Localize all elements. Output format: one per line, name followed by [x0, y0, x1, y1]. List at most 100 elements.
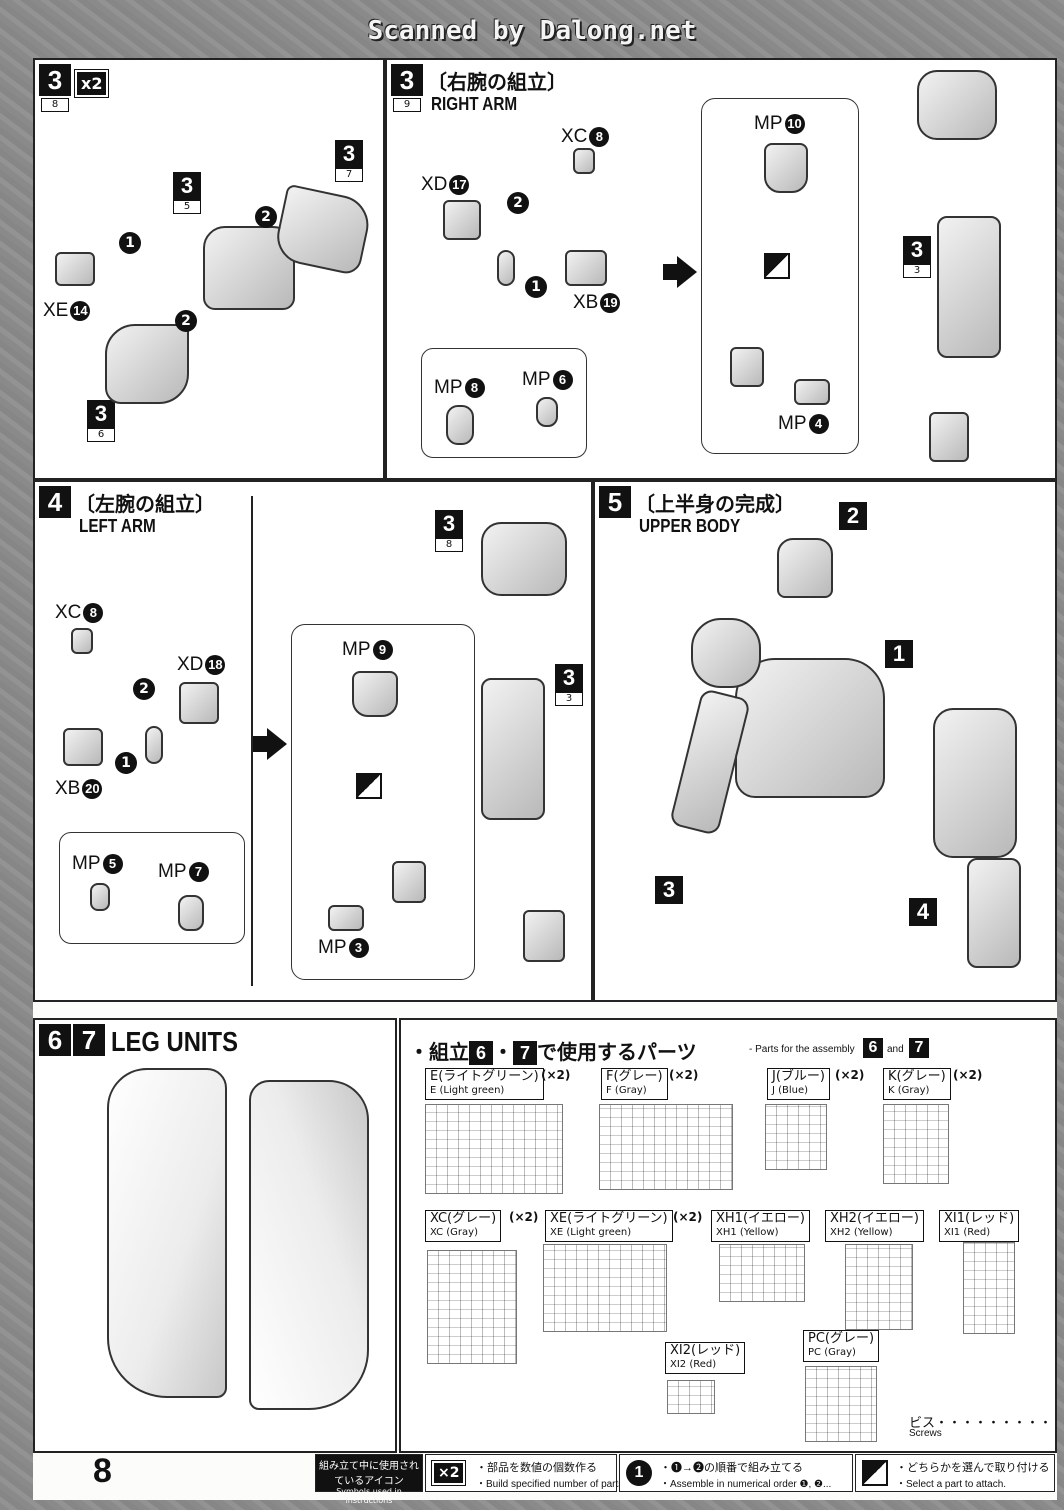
sprue-label: K(グレー)K (Gray): [883, 1068, 951, 1100]
page-number: 8: [93, 1452, 112, 1490]
sprue-f: [599, 1104, 733, 1190]
legend-en: Symbols used in instructions: [336, 1487, 402, 1505]
hand-part: [446, 405, 474, 445]
sprue-label: F(グレー)F (Gray): [601, 1068, 668, 1100]
order-number: 2: [255, 206, 277, 228]
hand-part: [328, 905, 364, 931]
sprue-xh1: [719, 1244, 805, 1302]
ref-step: 3: [655, 876, 683, 904]
step-sub: 9: [393, 98, 421, 112]
part-xe14: [55, 252, 95, 286]
title-en: UPPER BODY: [639, 516, 741, 536]
shoulder-part: [481, 522, 567, 596]
hand-part: [929, 412, 969, 462]
shoulder-part: [917, 70, 997, 140]
title-jp: 〔右腕の組立〕: [427, 70, 567, 94]
legend-text-jp: ・どちらかを選んで取り付ける: [896, 1462, 1050, 1474]
ref-step: 3: [87, 400, 115, 428]
sprue-xi1: [963, 1242, 1015, 1334]
legend-text-jp: ・❶→❷の順番で組み立てる: [660, 1462, 803, 1474]
sprue-label: E(ライトグリーン)E (Light green): [425, 1068, 544, 1100]
hand-part: [392, 861, 426, 903]
step-number: 5: [599, 486, 631, 518]
ref-sub: 6: [87, 428, 115, 442]
step-number: 3: [39, 64, 71, 96]
shoulder-armor-part: [105, 324, 189, 404]
ref-step: 3: [903, 236, 931, 264]
panel-leg-units: 6 7 LEG UNITS: [33, 1018, 397, 1453]
sprue-pc: [805, 1366, 877, 1442]
choose-part-icon: [862, 1460, 888, 1486]
hand-part: [794, 379, 830, 405]
step-number: 3: [391, 64, 423, 96]
order-number: 2: [507, 192, 529, 214]
arm-joint-part: [145, 726, 163, 764]
quantity-icon: x2: [73, 69, 110, 98]
order-number: 2: [175, 310, 197, 332]
step-number: 7: [909, 1038, 929, 1058]
hand-part: [178, 895, 204, 931]
sprue-label: XH1(イエロー)XH1 (Yellow): [711, 1210, 810, 1242]
hand-part: [730, 347, 764, 387]
part-xc8: [573, 148, 595, 174]
ref-step: 3: [435, 510, 463, 538]
sprue-xh2: [845, 1244, 913, 1330]
sprue-k: [883, 1104, 949, 1184]
legend-text-en: ・Select a part to attach.: [896, 1479, 1007, 1490]
leg-part-back: [249, 1080, 369, 1410]
legend-text-en: ・Assemble in numerical order ❶, ❷...: [660, 1479, 832, 1490]
title-jp: 〔上半身の完成〕: [635, 492, 795, 516]
sprue-label: XC(グレー)XC (Gray): [425, 1210, 502, 1242]
sprue-label: XE(ライトグリーン)XE (Light green): [545, 1210, 673, 1242]
open-hand-part: [352, 671, 398, 717]
next-arrow-icon: [253, 728, 287, 760]
forearm-part: [967, 858, 1021, 968]
part-xb19: [565, 250, 607, 286]
hand-part: [523, 910, 565, 962]
ref-step: 4: [909, 898, 937, 926]
watermark: Scanned by Dalong.net: [367, 16, 697, 46]
hand-part: [536, 397, 558, 427]
screws-label: Screws: [909, 1428, 942, 1439]
legend-select: ・どちらかを選んで取り付ける ・Select a part to attach.: [855, 1454, 1055, 1492]
sprue-xi2: [667, 1380, 715, 1414]
title-jp: 〔左腕の組立〕: [75, 492, 215, 516]
torso-part: [735, 658, 885, 798]
sprue-qty: (×2): [669, 1068, 699, 1082]
step-number: 6: [863, 1038, 883, 1058]
next-arrow-icon: [663, 256, 697, 288]
legend-order: 1 ・❶→❷の順番で組み立てる ・Assemble in numerical o…: [619, 1454, 853, 1492]
step-number: 6: [39, 1024, 71, 1056]
ref-sub: 7: [335, 168, 363, 182]
legend-jp: 組み立て中に使用されているアイコン: [319, 1461, 419, 1487]
ref-sub: 3: [555, 692, 583, 706]
parts-heading-en: - Parts for the assembly: [749, 1044, 855, 1055]
ref-step: 3: [173, 172, 201, 200]
arm-part: [933, 708, 1017, 858]
step-sub: 8: [41, 98, 69, 112]
hand-part: [90, 883, 110, 911]
screws-count: ビス・・・・・・・・・・・・4: [909, 1415, 1055, 1430]
sprue-qty: (×2): [835, 1068, 865, 1082]
part-xc8: [71, 628, 93, 654]
divider: [251, 496, 253, 986]
sprue-label: PC(グレー)PC (Gray): [803, 1330, 880, 1362]
choose-part-icon: [764, 253, 790, 279]
